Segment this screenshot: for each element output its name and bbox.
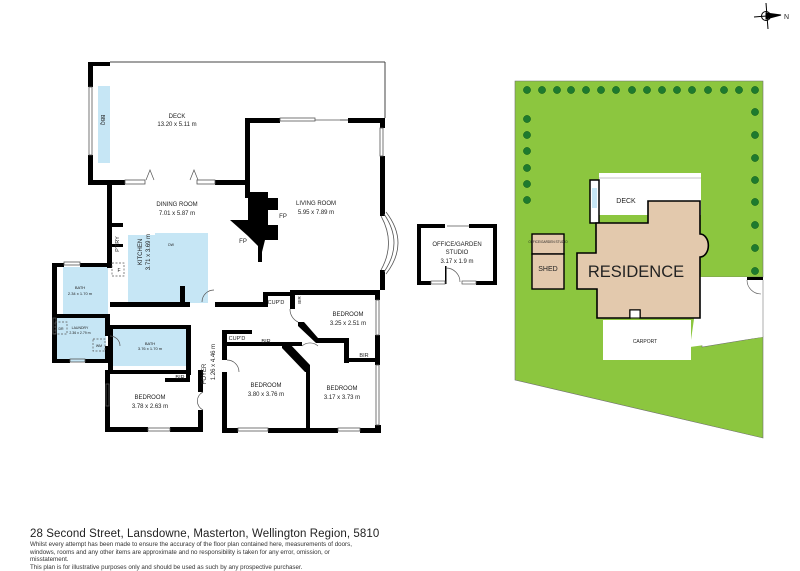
bbq-label: BBQ: [99, 115, 105, 126]
footer: 28 Second Street, Lansdowne, Masterton, …: [30, 527, 379, 571]
bath2-area: [110, 328, 190, 366]
trees: [523, 86, 759, 275]
dw-label: DW: [168, 243, 175, 247]
bath2-label: BATH: [145, 341, 155, 346]
appliances: [54, 262, 125, 352]
walls: [52, 62, 385, 433]
laundry-label: LAUNDRY: [72, 326, 89, 330]
site-studio-label: OFFICE/GARDEN STUDIO: [528, 240, 568, 244]
residence-footprint: [576, 200, 710, 319]
studio-label: OFFICE/GARDEN: [432, 242, 481, 248]
bir3-label: BIR: [297, 296, 302, 304]
fp-label-1: FP: [279, 214, 287, 220]
kitchen-dims: 3.71 x 3.69 m: [146, 234, 152, 270]
bbq-counter: [98, 86, 110, 163]
bath1-dims: 2.34 x 1.70 m: [68, 291, 93, 296]
wet-areas: [54, 86, 208, 366]
driveway: [690, 277, 763, 347]
disclaimer-line-3: This plan is for illustrative purposes o…: [30, 563, 303, 571]
doors: [109, 169, 319, 411]
floor-plan: [52, 61, 399, 433]
living-dims: 5.95 x 7.89 m: [298, 210, 334, 216]
dryer-label: DR: [58, 327, 64, 331]
foyer-dims: 1.26 x 4.46 m: [211, 344, 217, 380]
site-deck-label: DECK: [616, 198, 636, 205]
foyer-label: FOYER: [202, 363, 208, 384]
kitchen-label: KITCHEN: [138, 239, 144, 265]
bed1-dims: 3.78 x 2.63 m: [132, 404, 168, 410]
compass-north-label: N: [784, 14, 789, 21]
bath2-dims: 3.76 x 1.70 m: [138, 346, 163, 351]
bath1-area: [63, 267, 108, 314]
dining-dims: 7.01 x 5.87 m: [159, 211, 195, 217]
deck-dims: 13.20 x 5.11 m: [157, 122, 196, 128]
bath1-label: BATH: [75, 285, 85, 290]
bed4-dims: 3.17 x 3.73 m: [324, 395, 360, 401]
property-address: 28 Second Street, Lansdowne, Masterton, …: [30, 528, 380, 540]
pantry-label: P'TRY: [115, 236, 121, 252]
fridge-label: F: [117, 268, 120, 274]
residence-label: RESIDENCE: [588, 263, 684, 281]
bir2-label: BIR: [261, 339, 270, 345]
bed2-dims: 3.80 x 3.76 m: [248, 392, 284, 398]
disclaimer-line-2: windows, rooms and any other items are a…: [30, 548, 330, 564]
cupd2-label: CUP'D: [268, 300, 285, 306]
fp-label-2: FP: [239, 239, 247, 245]
wm-label: WM: [96, 344, 102, 348]
studio-dims: 3.17 x 1.9 m: [440, 259, 473, 265]
studio-label-2: STUDIO: [446, 250, 469, 256]
bed4-label: BEDROOM: [326, 386, 357, 392]
site-plan: DECK RESIDENCE OFFICE/GARDEN STUDIO SHED…: [514, 80, 764, 439]
deck-outline: [110, 61, 386, 121]
kitchen-island: [155, 233, 208, 293]
bed3-dims: 3.25 x 2.51 m: [330, 321, 366, 327]
disclaimer-line-1: Whilst every attempt has been made to en…: [30, 541, 352, 548]
laundry-dims: 2.36 x 2.79 m: [69, 331, 90, 335]
windows: [52, 86, 399, 432]
bir4-label: BIR: [359, 353, 368, 359]
studio-building: OFFICE/GARDEN STUDIO 3.17 x 1.9 m: [417, 224, 497, 285]
bed2-label: BEDROOM: [250, 383, 281, 389]
deck-label: DECK: [169, 114, 186, 120]
bed3-label: BEDROOM: [332, 312, 363, 318]
shed-label: SHED: [538, 266, 557, 273]
carport: [603, 320, 691, 360]
dining-label: DINING ROOM: [156, 202, 197, 208]
laundry-area: [54, 318, 106, 362]
carport-label: CARPORT: [633, 339, 657, 345]
compass-icon: N: [753, 2, 789, 30]
room-labels: DECK 13.20 x 5.11 m BBQ DINING ROOM 7.01…: [58, 114, 368, 410]
bir1-label: BIR: [175, 375, 184, 381]
bed1-label: BEDROOM: [134, 395, 165, 401]
cupd1-label: CUP'D: [229, 336, 246, 342]
living-label: LIVING ROOM: [296, 201, 336, 207]
